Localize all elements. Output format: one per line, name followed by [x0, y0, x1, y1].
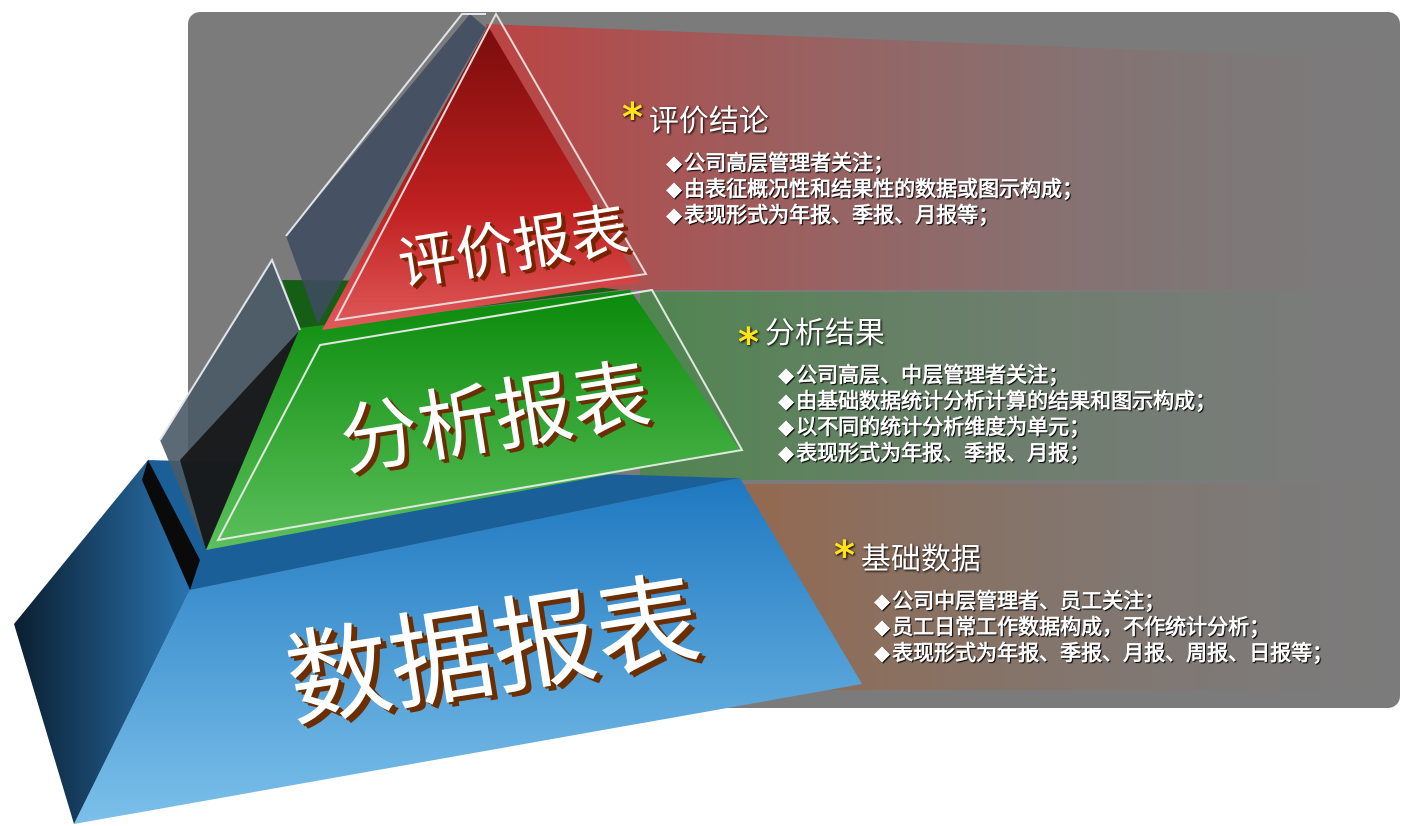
list-item: ◆表现形式为年报、季报、月报； — [778, 441, 1091, 465]
list-item: ◆由表征概况性和结果性的数据或图示构成； — [666, 177, 1084, 201]
top-tier-edge-lines — [285, 13, 486, 237]
diamond-bullet-icon: ◆ — [666, 177, 683, 201]
diamond-bullet-icon: ◆ — [778, 363, 795, 387]
base-tier-face — [74, 478, 862, 824]
list-item: ◆表现形式为年报、季报、月报、周报、日报等； — [874, 641, 1334, 665]
middle-tier-face — [206, 290, 740, 550]
section-top-heading: * 评价结论 — [622, 96, 1083, 140]
section-middle-list: ◆公司高层、中层管理者关注； ◆由基础数据统计分析计算的结果和图示构成； ◆以不… — [778, 362, 1216, 466]
list-item: ◆员工日常工作数据构成，不作统计分析； — [874, 615, 1271, 639]
top-tier-outline — [334, 11, 648, 322]
section-base-title: 基础数据 — [860, 542, 981, 577]
diamond-bullet-icon: ◆ — [778, 441, 795, 465]
section-top: * 评价结论 ◆公司高层管理者关注； ◆由表征概况性和结果性的数据或图示构成； … — [622, 96, 1083, 228]
top-tier-face — [322, 26, 640, 330]
diamond-bullet-icon: ◆ — [778, 389, 795, 413]
section-top-list: ◆公司高层管理者关注； ◆由表征概况性和结果性的数据或图示构成； ◆表现形式为年… — [666, 150, 1083, 228]
list-item: ◆以不同的统计分析维度为单元； — [778, 415, 1091, 439]
middle-tier-edge-lines — [159, 257, 301, 441]
section-middle-heading: * 分析结果 — [738, 308, 1216, 366]
section-middle-title: 分析结果 — [764, 316, 885, 351]
diamond-bullet-icon: ◆ — [666, 151, 683, 175]
diamond-bullet-icon: ◆ — [778, 415, 795, 439]
diamond-bullet-icon: ◆ — [874, 641, 891, 665]
base-tier-ledge — [142, 460, 200, 590]
diamond-bullet-icon: ◆ — [874, 615, 891, 639]
middle-band — [640, 292, 1398, 480]
top-tier-side — [286, 14, 486, 324]
star-icon: * — [834, 533, 855, 579]
list-item: ◆公司高层管理者关注； — [666, 151, 895, 175]
section-top-title: 评价结论 — [648, 104, 769, 139]
base-band — [720, 484, 1398, 690]
list-item: ◆由基础数据统计分析计算的结果和图示构成； — [778, 389, 1217, 413]
top-band — [486, 24, 1398, 290]
diamond-bullet-icon: ◆ — [874, 589, 891, 613]
section-base-list: ◆公司中层管理者、员工关注； ◆员工日常工作数据构成，不作统计分析； ◆表现形式… — [874, 588, 1374, 666]
list-item: ◆表现形式为年报、季报、月报等； — [666, 203, 1000, 227]
star-icon: * — [622, 95, 643, 141]
section-middle: * 分析结果 ◆公司高层、中层管理者关注； ◆由基础数据统计分析计算的结果和图示… — [738, 308, 1216, 466]
section-base: * 基础数据 ◆公司中层管理者、员工关注； ◆员工日常工作数据构成，不作统计分析… — [834, 534, 1374, 666]
list-item: ◆公司高层、中层管理者关注； — [778, 363, 1070, 387]
list-item: ◆公司中层管理者、员工关注； — [874, 589, 1166, 613]
section-base-heading: * 基础数据 — [834, 534, 1374, 578]
base-tier-side — [14, 460, 190, 824]
diamond-bullet-icon: ◆ — [666, 203, 683, 227]
star-icon: * — [738, 320, 759, 366]
middle-tier-outline — [216, 288, 744, 542]
